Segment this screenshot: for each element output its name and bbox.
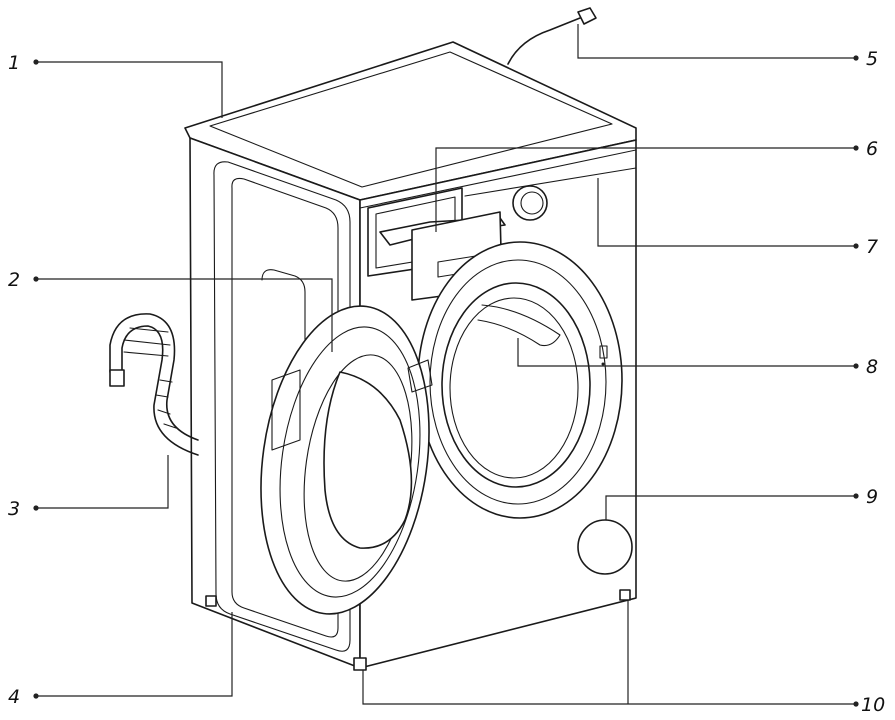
washing-machine-illustration [109,7,637,671]
leader-10 [362,600,856,705]
dot-4 [33,693,39,699]
leader-4 [36,612,233,697]
dot-10 [853,701,859,707]
callout-number-10: 10 [861,694,885,716]
callout-dots [33,55,859,707]
dot-2 [33,276,39,282]
dot-8 [853,363,859,369]
dot-6 [853,145,859,151]
leader-7 [597,178,856,247]
callout-number-3: 3 [8,498,20,520]
leader-lines [36,24,856,705]
callout-number-8: 8 [866,356,878,378]
dot-3 [33,505,39,511]
leader-3 [36,455,169,509]
leader-6 [435,147,856,232]
callout-number-1: 1 [8,52,20,74]
leader-9 [605,495,856,520]
open-door [260,305,433,615]
callout-number-5: 5 [866,48,878,70]
program-knob [512,185,548,221]
leader-2 [36,278,333,352]
foot-right [619,589,631,601]
leader-5 [577,24,856,59]
callout-number-9: 9 [866,486,878,508]
drain-hose [109,313,199,456]
foot-front [353,657,367,671]
dot-5 [853,55,859,61]
dot-7 [853,243,859,249]
callout-number-2: 2 [8,269,20,291]
dot-1 [33,59,39,65]
power-cord [507,7,597,65]
callout-number-4: 4 [8,686,20,708]
callout-numbers: 1 2 3 4 5 6 7 8 9 10 [8,48,885,716]
dot-9 [853,493,859,499]
callout-number-7: 7 [866,236,878,258]
leader-8 [517,338,856,367]
drum [441,282,591,488]
service-hatch [577,519,633,575]
foot-left [205,595,217,607]
leader-1 [36,61,223,118]
callout-number-6: 6 [866,138,878,160]
